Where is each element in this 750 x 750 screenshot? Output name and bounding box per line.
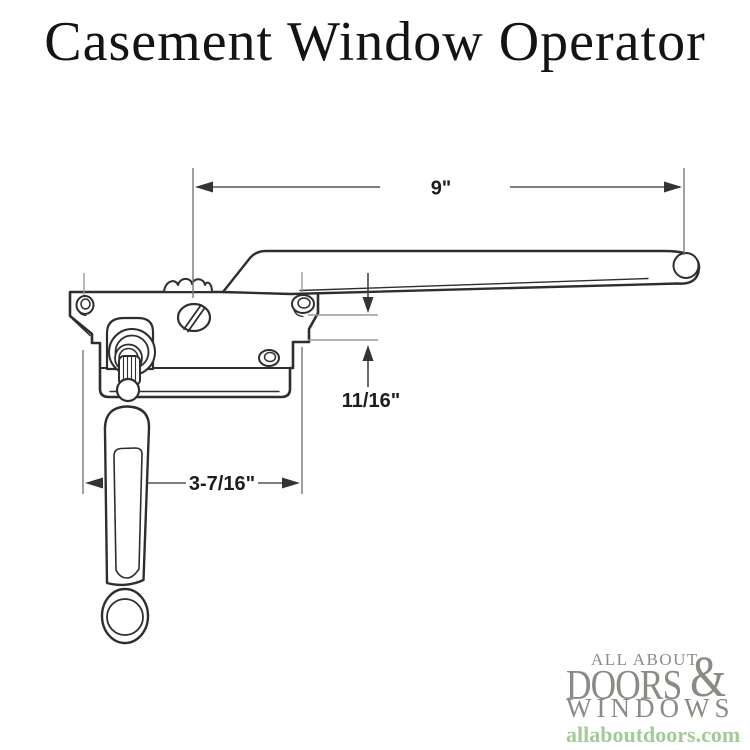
dim-label-link-offset: 11/16" xyxy=(342,390,400,412)
center-screw-slot xyxy=(183,304,206,333)
dim-label-hole-spacing: 3-7/16" xyxy=(189,473,255,495)
gear-teeth-scallops xyxy=(163,277,213,293)
logo-tagline: ALL ABOUT xyxy=(591,650,699,669)
fasteners xyxy=(75,294,315,367)
logo-word-doors: DOORS xyxy=(566,663,682,709)
logo-word-windows: WINDOWS xyxy=(566,693,735,723)
handle-shaft xyxy=(103,405,151,587)
arm-ridge-line xyxy=(299,277,649,292)
crank-hub xyxy=(105,316,156,403)
left-mount-hole-inner xyxy=(80,298,91,310)
dimension-link-offset: 11/16" xyxy=(308,273,400,412)
crank-handle xyxy=(100,405,151,645)
arm-silhouette xyxy=(221,249,701,296)
left-chamfer-inner-line xyxy=(71,318,91,337)
page-title: Casement Window Operator xyxy=(44,11,706,73)
dim-label-arm-length: 9" xyxy=(431,178,452,200)
operator-arm xyxy=(221,249,701,296)
lower-right-hole-inner xyxy=(263,351,277,363)
right-mount-hole-shadow xyxy=(293,309,304,318)
dimension-hole-spacing: 3-7/16" xyxy=(82,272,303,495)
arrow-left xyxy=(195,181,213,193)
logo-website: allaboutdoors.com xyxy=(566,722,741,747)
left-mount-hole-shadow xyxy=(77,309,87,317)
arrow-down xyxy=(362,297,374,313)
arrow-right xyxy=(282,477,300,489)
handle-knob-inner xyxy=(106,598,144,636)
arrow-up xyxy=(362,345,374,361)
right-mount-hole-inner xyxy=(297,297,311,309)
arm-end-stud xyxy=(672,252,700,279)
logo-ampersand: & xyxy=(690,644,727,709)
arrow-right xyxy=(664,181,682,193)
arrow-left xyxy=(85,477,103,489)
shaft-end-cap xyxy=(115,377,141,403)
handle-inner-panel xyxy=(113,447,143,579)
dimension-arm-length: 9" xyxy=(192,168,685,298)
